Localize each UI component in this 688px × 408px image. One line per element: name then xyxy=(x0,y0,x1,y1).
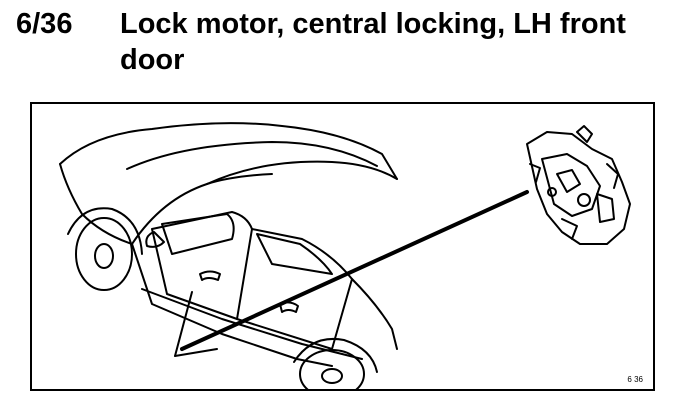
front-hub xyxy=(94,243,114,269)
front-window xyxy=(161,213,235,255)
section-number: 6/36 xyxy=(16,8,73,40)
section-title: Lock motor, central locking, LH front do… xyxy=(120,8,626,76)
windscreen-line xyxy=(126,141,378,170)
pointer-line-left xyxy=(174,291,193,357)
rear-door-outline xyxy=(236,228,353,350)
rear-hub xyxy=(321,368,343,384)
figure-frame: 6 36 xyxy=(30,102,655,391)
figure-reference: 6 36 xyxy=(627,375,643,384)
rear-wheel xyxy=(299,349,365,389)
rear-quarter xyxy=(351,278,398,350)
car-roof-outline xyxy=(59,122,398,180)
section-heading: 6/36 Lock motor, central locking, LH fro… xyxy=(16,6,676,80)
bonnet-line xyxy=(59,163,133,245)
front-wheel xyxy=(75,217,133,291)
front-door-outline xyxy=(151,211,253,320)
pointer-line-to-lock xyxy=(180,190,529,351)
body-sill xyxy=(141,288,363,360)
pointer-line-apex xyxy=(174,348,218,357)
car-door-lock-motor-illustration xyxy=(59,122,631,389)
rear-wheel-arch xyxy=(293,338,378,373)
roof-edge xyxy=(206,160,398,185)
door-handle-front xyxy=(199,270,221,281)
lock-motor-assembly xyxy=(526,125,631,245)
mirror xyxy=(145,231,165,248)
front-wheel-arch xyxy=(67,207,143,255)
rear-window xyxy=(256,233,333,275)
body-lower-line xyxy=(131,243,333,367)
